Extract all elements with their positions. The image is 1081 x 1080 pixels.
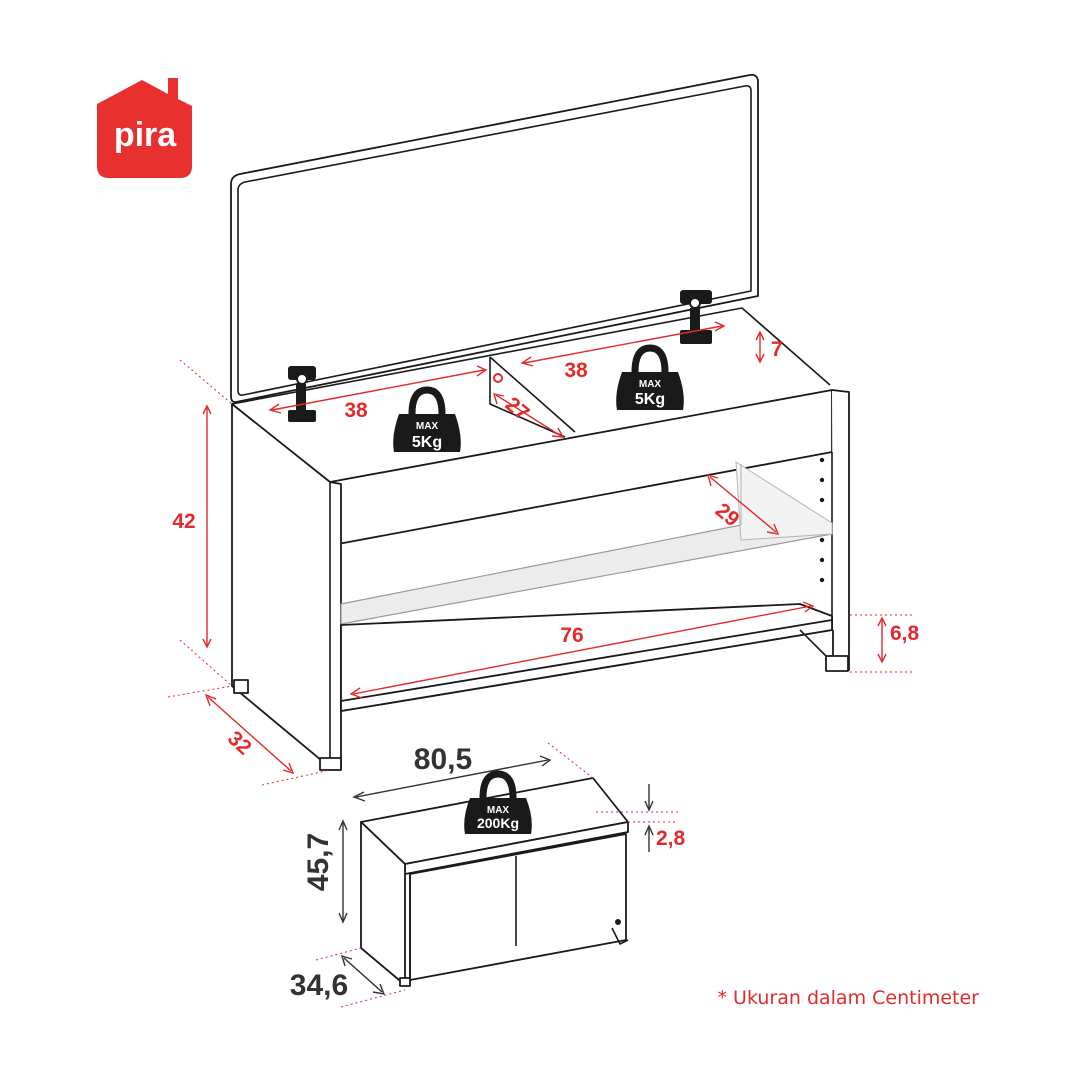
weight-max-overview: MAX — [487, 805, 510, 816]
right-side-panel — [831, 389, 850, 671]
overview-foot-right — [611, 927, 629, 945]
logo-wordmark: pira — [114, 116, 177, 154]
glass-shelf-side — [735, 461, 833, 541]
overview-top-thickness-label: 2,8 — [656, 827, 686, 850]
left-hinge-icon — [288, 366, 316, 422]
weight-value-overview: 200Kg — [477, 815, 519, 831]
lid-inner-edge — [237, 85, 752, 396]
bottom-shelf-front — [340, 619, 833, 712]
overview-dimension-lines — [315, 742, 678, 1008]
dim-leg-height-label: 6,8 — [890, 622, 920, 645]
right-hinge-icon — [680, 290, 712, 344]
box-back-edge — [231, 307, 831, 405]
overview-depth-label: 34,6 — [290, 969, 348, 1002]
weight-max-left: MAX — [416, 421, 439, 432]
right-foot — [825, 655, 849, 672]
front-left-foot — [319, 757, 342, 771]
weight-value-left: 5Kg — [412, 434, 442, 451]
weight-value-right: 5Kg — [635, 391, 665, 408]
dim-height-label: 42 — [172, 510, 195, 533]
weight-icon-overview: MAX 200Kg — [464, 770, 532, 834]
dim-compartment-left-label: 38 — [344, 399, 368, 422]
bottom-shelf-leg-right — [799, 629, 827, 657]
red-dimension-lines — [167, 321, 915, 786]
unit-note: * Ukuran dalam Centimeter — [718, 987, 980, 1009]
dim-compartment-height-label: 7 — [771, 338, 783, 361]
logo-house-shape — [97, 78, 192, 178]
left-foot — [233, 679, 249, 694]
compartment-divider — [489, 356, 576, 438]
bench-main-drawing — [230, 73, 850, 771]
weight-max-right: MAX — [639, 379, 662, 390]
lid-panel — [230, 73, 759, 404]
dim-shelf-width-label: 76 — [560, 624, 583, 647]
bench-overview-drawing — [360, 777, 629, 987]
overview-width-label: 80,5 — [414, 743, 472, 776]
overview-knob — [615, 919, 621, 925]
left-side-panel — [231, 403, 342, 771]
dim-depth-label: 32 — [223, 727, 256, 760]
dim-compartment-right-label: 38 — [564, 359, 588, 382]
pira-logo: pira — [97, 78, 192, 178]
overview-height-label: 45,7 — [302, 833, 335, 891]
weight-icon-left: MAX 5Kg — [393, 386, 461, 452]
divider-screw — [493, 373, 503, 383]
overview-foot-left — [399, 977, 411, 987]
weight-icon-right: MAX 5Kg — [616, 344, 684, 410]
